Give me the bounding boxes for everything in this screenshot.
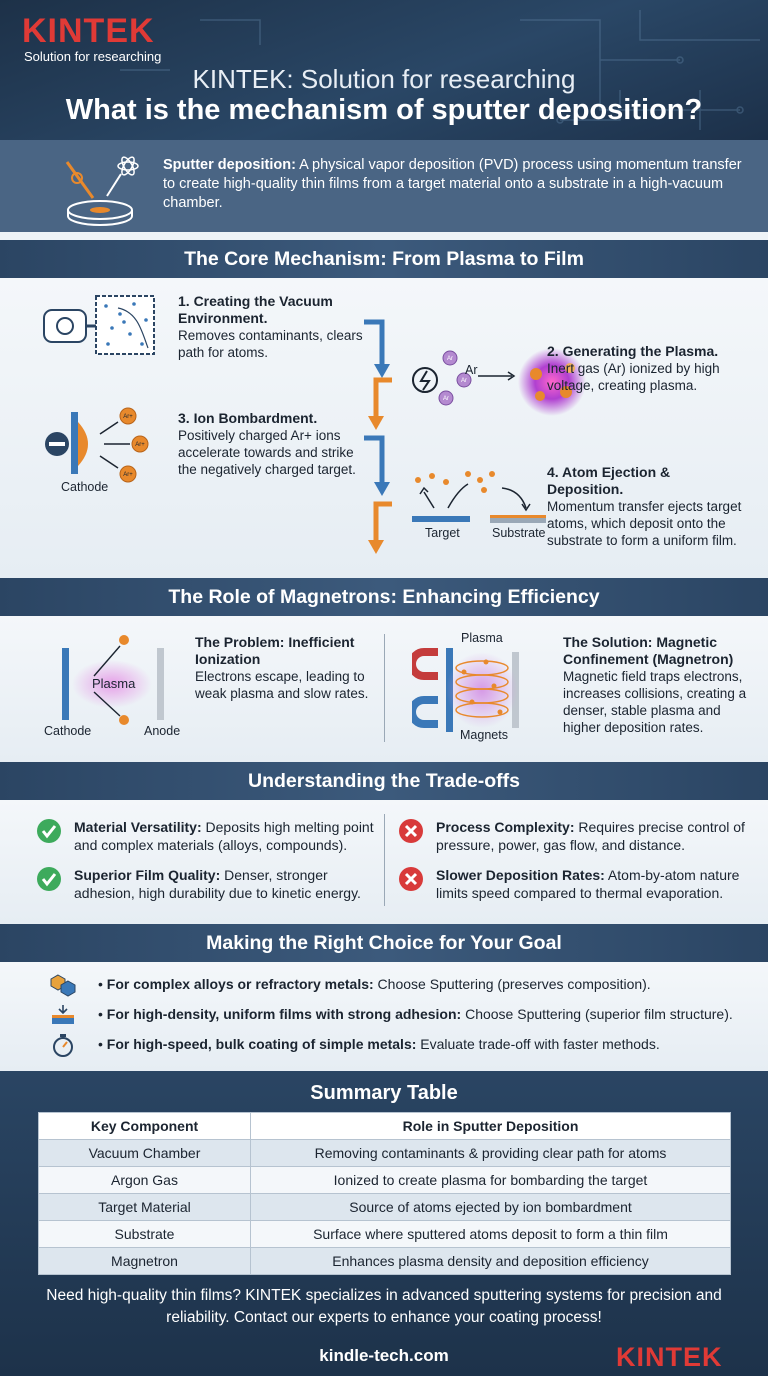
magnets-label: Magnets	[460, 728, 508, 742]
solution-block: The Solution: Magnetic Confinement (Magn…	[563, 634, 747, 735]
page-subtitle: KINTEK: Solution for researching	[192, 64, 576, 94]
table-cell: Surface where sputtered atoms deposit to…	[250, 1220, 731, 1248]
call-to-action: Need high-quality thin films? KINTEK spe…	[46, 1287, 722, 1326]
table-cell: Argon Gas	[38, 1166, 251, 1194]
step-3: 3. Ion Bombardment.Positively charged Ar…	[178, 410, 356, 477]
target-label: Target	[425, 526, 460, 540]
con-slower-rates: Slower Deposition Rates: Atom-by-atom na…	[436, 867, 740, 901]
vacuum-pump-icon	[43, 295, 155, 355]
table-cell: Ionized to create plasma for bombarding …	[250, 1166, 731, 1194]
svg-text:Ar: Ar	[443, 396, 449, 402]
alloy-icon	[50, 974, 76, 997]
page-title: What is the mechanism of sputter deposit…	[65, 94, 703, 126]
table-cell: Source of atoms ejected by ion bombardme…	[250, 1193, 731, 1221]
pro-material-versatility: Material Versatility: Deposits high melt…	[74, 819, 374, 853]
film-layer-icon	[52, 1005, 74, 1024]
cross-icon	[399, 819, 423, 843]
sputter-target-icon	[65, 156, 139, 226]
ejection-deposition-icon	[412, 471, 546, 523]
table-cell: Vacuum Chamber	[38, 1139, 251, 1167]
goals-section	[0, 962, 768, 1071]
power-icon	[412, 367, 438, 393]
svg-text:Ar: Ar	[461, 378, 467, 384]
column-header-role: Role in Sputter Deposition	[250, 1112, 731, 1140]
check-icon	[37, 819, 61, 843]
goal-item-1: • For complex alloys or refractory metal…	[98, 976, 651, 992]
table-cell: Target Material	[38, 1193, 251, 1221]
cross-icon	[399, 867, 423, 891]
core-heading: The Core Mechanism: From Plasma to Film	[0, 240, 768, 278]
svg-text:Ar+: Ar+	[123, 414, 133, 420]
ar-label: Ar	[465, 363, 478, 377]
step-2: 2. Generating the Plasma.Inert gas (Ar) …	[547, 343, 720, 393]
cathode-label-magnetron: Cathode	[44, 724, 92, 738]
circuit-pattern	[120, 10, 760, 130]
plasma-label-problem: Plasma	[92, 676, 136, 691]
tradeoffs-heading: Understanding the Trade-offs	[0, 762, 768, 800]
check-icon	[37, 867, 61, 891]
footer-logo: KINTEK	[616, 1342, 723, 1372]
step-4: 4. Atom Ejection & Deposition.Momentum t…	[547, 464, 742, 548]
table-cell: Removing contaminants & providing clear …	[250, 1139, 731, 1167]
process-flow-arrows	[364, 319, 392, 554]
intro-text: Sputter deposition: A physical vapor dep…	[163, 157, 742, 211]
problem-diagram-icon	[62, 635, 164, 725]
goals-heading: Making the Right Choice for Your Goal	[0, 924, 768, 962]
website-link[interactable]: kindle-tech.com	[319, 1346, 449, 1365]
goal-item-3: • For high-speed, bulk coating of simple…	[98, 1036, 660, 1052]
header	[0, 0, 768, 140]
svg-text:Ar+: Ar+	[123, 472, 133, 478]
table-cell: Magnetron	[38, 1247, 251, 1275]
cathode-label: Cathode	[61, 480, 109, 494]
column-header-component: Key Component	[38, 1112, 251, 1140]
svg-text:Ar+: Ar+	[135, 442, 145, 448]
table-cell: Enhances plasma density and deposition e…	[250, 1247, 731, 1275]
table-header-row: Key Component Role in Sputter Deposition	[38, 1112, 731, 1140]
tradeoffs-divider	[384, 814, 385, 906]
plasma-label-magnetron: Plasma	[461, 631, 503, 645]
goal-item-2: • For high-density, uniform films with s…	[98, 1006, 733, 1022]
con-process-complexity: Process Complexity: Requires precise con…	[436, 819, 745, 853]
kintek-logo: KINTEK	[22, 12, 155, 50]
magnetron-heading: The Role of Magnetrons: Enhancing Effici…	[0, 578, 768, 616]
substrate-label: Substrate	[492, 526, 546, 540]
logo-tagline: Solution for researching	[24, 49, 162, 64]
svg-text:Ar: Ar	[447, 356, 453, 362]
summary-heading: Summary Table	[310, 1082, 458, 1104]
anode-label: Anode	[144, 724, 181, 738]
summary-table: Key Component Role in Sputter Deposition…	[38, 1112, 731, 1275]
stopwatch-icon	[53, 1034, 73, 1057]
magnetron-divider	[384, 634, 385, 742]
table-cell: Substrate	[38, 1220, 251, 1248]
pro-film-quality: Superior Film Quality: Denser, stronger …	[74, 867, 361, 901]
intro-panel: Sputter deposition: A physical vapor dep…	[0, 140, 768, 232]
ion-bombardment-icon: Ar+ Ar+ Ar+	[45, 407, 149, 483]
step-1: 1. Creating the Vacuum Environment.Remov…	[178, 293, 363, 360]
magnetron-diagram-icon	[412, 648, 519, 732]
